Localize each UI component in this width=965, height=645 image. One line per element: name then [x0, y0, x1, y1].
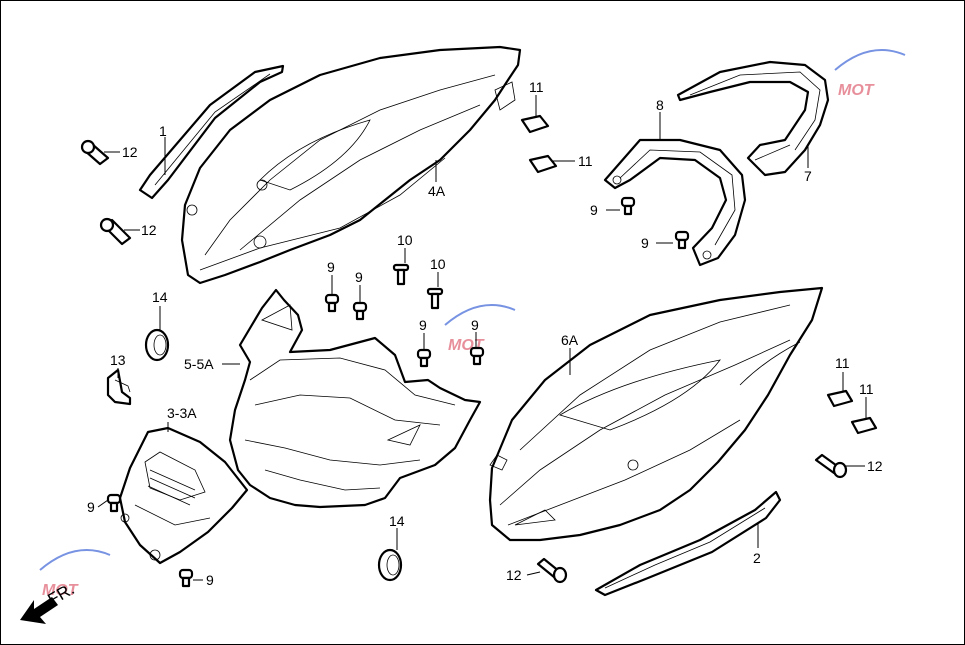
callout-9: 9: [590, 202, 598, 218]
part-9-screw-g: [106, 493, 122, 513]
part-10-bolt-b: [426, 287, 444, 310]
watermark-center: MOT: [444, 304, 516, 354]
part-7-tail-cover: [676, 60, 830, 177]
callout-3-3A: 3-3A: [167, 405, 197, 421]
callout-10: 10: [397, 232, 413, 248]
part-8-grab-rail: [603, 138, 747, 267]
part-12-screw-3: [814, 453, 848, 479]
callout-11: 11: [859, 381, 874, 397]
part-10-bolt-a: [392, 263, 410, 286]
part-11-clip-nut-c: [826, 389, 854, 408]
watermark-text: MOT: [42, 582, 79, 599]
leader-lines: [97, 95, 867, 581]
callout-9: 9: [355, 269, 363, 285]
arrow-icon: [20, 597, 58, 624]
part-2-lower-trim: [594, 490, 782, 597]
callout-2: 2: [753, 550, 761, 566]
callout-5-5A: 5-5A: [184, 356, 214, 372]
part-5-5A-under-cover: [228, 288, 482, 509]
part-12-screw-1: [80, 139, 110, 166]
callout-1: 1: [159, 123, 167, 139]
part-14-grommet-upper: [144, 328, 170, 362]
watermark-top-right: MOT: [834, 49, 906, 99]
callout-9: 9: [419, 317, 427, 333]
callout-7: 7: [804, 168, 812, 184]
part-1-trim-strip: [138, 64, 285, 200]
part-12-screw-4: [536, 557, 568, 584]
part-4A-left-body-cover: [180, 45, 522, 285]
callout-14: 14: [389, 513, 405, 529]
part-12-screw-2: [99, 217, 132, 246]
part-11-clip-nut-b: [528, 154, 558, 174]
part-9-screw-h: [178, 568, 194, 588]
part-9-screw-c: [416, 348, 432, 368]
callout-9: 9: [471, 317, 479, 333]
part-6A-right-body-cover: [488, 286, 824, 542]
callout-6A: 6A: [561, 332, 579, 348]
callout-12: 12: [141, 222, 157, 238]
part-9-screw-a: [324, 293, 340, 313]
callout-11: 11: [578, 153, 593, 169]
callout-9: 9: [206, 572, 214, 588]
callout-11: 11: [529, 79, 544, 95]
callout-4A: 4A: [428, 183, 446, 199]
part-11-clip-nut-d: [850, 416, 878, 435]
callout-14: 14: [152, 289, 168, 305]
part-9-screw-f: [674, 230, 690, 250]
callout-12: 12: [122, 144, 138, 160]
callout-9: 9: [87, 499, 95, 515]
part-9-screw-d: [469, 346, 485, 366]
part-14-grommet-lower: [377, 548, 403, 582]
part-11-clip-nut-a: [520, 114, 550, 134]
callout-12: 12: [867, 458, 883, 474]
part-3-3A-front-panel: [118, 426, 249, 565]
callout-11: 11: [835, 355, 850, 371]
watermark-bottom-left: MOT: [39, 549, 111, 599]
part-9-screw-e: [620, 196, 636, 216]
callout-12: 12: [506, 567, 522, 583]
callout-9: 9: [327, 259, 335, 275]
callout-8: 8: [656, 97, 664, 113]
callout-10: 10: [430, 256, 446, 272]
part-13-clip: [106, 368, 132, 406]
callout-9: 9: [641, 235, 649, 251]
part-9-screw-b: [352, 301, 368, 321]
callout-13: 13: [110, 352, 126, 368]
watermark-text: MOT: [838, 82, 875, 99]
